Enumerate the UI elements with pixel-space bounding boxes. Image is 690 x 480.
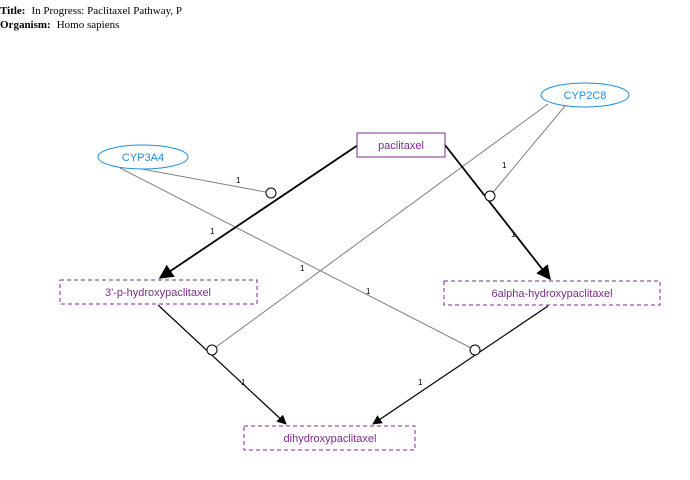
gene-cyp3a4-label: CYP3A4 [122, 152, 164, 164]
catalysis-cyp3a4-6alpha-line[interactable] [119, 167, 476, 351]
catalysis-anchor[interactable] [206, 344, 218, 356]
node-6alpha-hydroxypaclitaxel-label: 6alpha-hydroxypaclitaxel [491, 288, 612, 300]
node-3p-hydroxypaclitaxel-label: 3'-p-hydroxypaclitaxel [105, 287, 211, 299]
reaction-3p-to-dihydroxy-arrow[interactable] [157, 304, 287, 425]
pathway-title: In Progress: Paclitaxel Pathway, P [31, 5, 182, 17]
organism-line: Organism: Homo sapiens [0, 18, 182, 32]
edge-label: 1 [236, 176, 241, 185]
gene-cyp2c8-label: CYP2C8 [564, 90, 607, 102]
reaction-6alpha-to-dihydroxy-arrow[interactable] [372, 305, 549, 425]
edge-label: 1 [300, 264, 305, 273]
catalysis-anchor[interactable] [265, 187, 277, 199]
catalysis-cyp3a4-paclitaxel-line[interactable] [119, 164, 272, 194]
gene-cyp3a4[interactable]: CYP3A4 [97, 144, 189, 170]
reaction-paclitaxel-to-6alpha-arrow[interactable] [444, 144, 551, 281]
node-3p-hydroxypaclitaxel[interactable]: 3'-p-hydroxypaclitaxel [59, 279, 258, 305]
node-paclitaxel[interactable]: paclitaxel [356, 132, 446, 158]
title-line: Title: In Progress: Paclitaxel Pathway, P [0, 4, 182, 18]
organism-label: Organism: [0, 19, 51, 31]
reaction-paclitaxel-to-3p-arrow[interactable] [158, 144, 359, 279]
node-paclitaxel-label: paclitaxel [378, 140, 424, 152]
edge-label: 1 [241, 378, 246, 387]
node-dihydroxypaclitaxel[interactable]: dihydroxypaclitaxel [243, 425, 416, 451]
organism-name: Homo sapiens [56, 19, 120, 31]
catalysis-anchor[interactable] [469, 344, 481, 356]
pathway-header: Title: In Progress: Paclitaxel Pathway, P… [0, 4, 182, 32]
gene-cyp2c8[interactable]: CYP2C8 [540, 82, 630, 108]
catalysis-anchor[interactable] [484, 190, 496, 202]
edge-label: 1 [366, 287, 371, 296]
catalysis-cyp2c8-paclitaxel-line[interactable] [489, 105, 566, 197]
title-label: Title: [0, 5, 26, 17]
node-6alpha-hydroxypaclitaxel[interactable]: 6alpha-hydroxypaclitaxel [443, 280, 661, 306]
edge-label: 1 [511, 230, 516, 239]
edge-label: 1 [210, 227, 215, 236]
edge-label: 1 [502, 161, 507, 170]
node-dihydroxypaclitaxel-label: dihydroxypaclitaxel [284, 433, 377, 445]
catalysis-cyp2c8-3p-line[interactable] [211, 103, 549, 351]
edge-label: 1 [418, 378, 423, 387]
